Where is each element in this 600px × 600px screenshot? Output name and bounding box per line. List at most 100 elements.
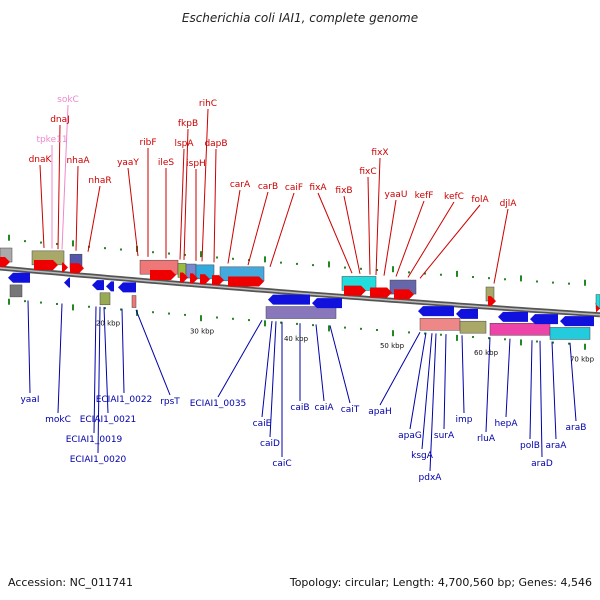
reverse-gene-arrow [64,277,70,288]
bottom-label-leader [103,307,109,414]
gene-label-polB: polB [520,441,540,451]
gene-label-araD: araD [531,459,553,469]
forward-gene-arrow [595,303,600,314]
tick-mark-bottom [536,340,538,343]
bottom-label-leader [461,335,465,414]
gene-label-sokC: sokC [57,95,79,105]
top-label-leader [375,157,381,276]
gene-label-caiC: caiC [272,459,291,469]
bottom-label-leader [443,334,447,430]
gene-label-fixX: fixX [371,148,388,158]
forward-gene-arrow [212,275,224,286]
bottom-label-leader [269,321,277,438]
kbp-label: 60 kbp [474,349,499,357]
forward-gene-arrow [0,257,10,267]
tick-mark-top [392,266,394,273]
reverse-gene-arrow [118,282,136,293]
tick-mark-bottom [24,300,26,303]
tick-mark-bottom [248,319,250,322]
forward-gene-arrow [180,272,188,283]
bottom-label-leader [93,306,97,434]
tick-mark-top [536,280,538,283]
tick-mark-bottom [312,324,314,327]
tick-mark-bottom [152,311,154,314]
top-label-leader [395,200,425,277]
tick-mark-top [376,269,378,272]
tick-mark-bottom [520,339,522,346]
tick-mark-bottom [8,298,10,305]
tick-mark-top [280,261,282,264]
tick-mark-bottom [56,302,58,305]
tick-mark-bottom [216,316,218,319]
reverse-feature-block [99,292,111,306]
tick-mark-top [488,277,490,280]
tick-mark-bottom [552,341,554,344]
kbp-label: 40 kbp [284,335,309,343]
top-label-leader [367,176,371,275]
forward-gene-arrow [488,296,496,307]
tick-mark-bottom [424,332,426,335]
gene-label-kefF: kefF [415,191,434,201]
tick-mark-bottom [392,330,394,337]
bottom-label-leader [551,341,557,440]
bottom-label-leader [329,325,351,404]
gene-label-dnaK: dnaK [29,155,53,165]
gene-label-yaaY: yaaY [117,158,139,168]
kbp-label: 30 kbp [190,327,215,335]
genome-backbone-highlight [0,267,600,316]
tick-mark-top [72,240,74,247]
tick-mark-bottom [440,333,442,336]
gene-label-dnaJ: dnaJ [50,115,70,125]
gene-label-kefC: kefC [444,192,464,202]
gene-label-nhaA: nhaA [66,156,90,166]
gene-label-caiB: caiB [290,403,309,413]
tick-mark-top [8,234,10,241]
gene-label-carB: carB [258,182,278,192]
backbone-group [0,265,600,318]
tick-marks [8,234,586,350]
bottom-label-leader [505,338,511,418]
tick-mark-bottom [584,343,586,350]
gene-label-carA: carA [230,180,251,190]
tick-mark-top [24,240,26,243]
tick-mark-bottom [264,320,266,327]
gene-label-ispH: ispH [186,159,206,169]
gene-label-araB: araB [566,423,587,433]
tick-mark-top [104,247,106,250]
tick-mark-top [184,253,186,256]
gene-label-caiT: caiT [341,405,360,415]
bottom-label-leader [569,342,577,422]
top-label-leader [179,148,185,260]
kbp-label: 20 kbp [96,319,121,327]
tick-mark-bottom [296,322,298,325]
forward-gene-arrow [370,287,392,298]
gene-label-hepA: hepA [494,419,518,429]
top-label-leader [247,191,269,266]
reverse-gene-arrow [418,306,454,317]
tick-mark-top [232,257,234,260]
gene-label-fkpB: fkpB [178,119,198,129]
top-label-leader [383,199,397,276]
bottom-label-leader [27,300,31,394]
reverse-gene-arrow [92,280,104,291]
gene-label-rihC: rihC [199,99,217,109]
tick-mark-top [472,276,474,279]
top-label-leader [213,148,217,263]
top-label-leader [39,164,45,248]
gene-label-surA: surA [434,431,455,441]
kbp-label: 50 kbp [380,342,405,350]
tick-mark-bottom [200,315,202,322]
tick-mark-bottom [376,329,378,332]
tick-mark-bottom [344,326,346,329]
tick-mark-top [152,251,154,254]
forward-gene-arrow [150,270,176,281]
gene-label-caiA: caiA [314,403,334,413]
gene-label-tpke11: tpke11 [36,135,67,145]
tick-mark-top [200,251,202,258]
bottom-label-leader [485,337,491,433]
tick-mark-top [312,264,314,267]
tick-mark-top [552,281,554,284]
reverse-gene-arrow [312,298,342,309]
reverse-feature-block [9,284,23,298]
